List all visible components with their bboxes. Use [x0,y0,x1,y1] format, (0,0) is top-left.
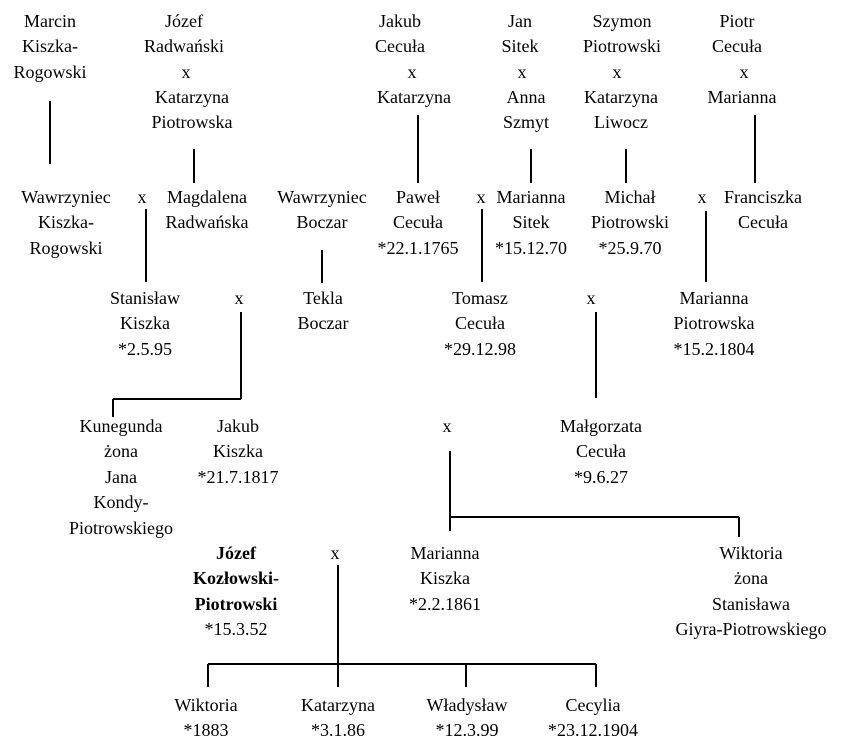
marriage-symbol: x [697,187,707,207]
marriage-symbol: x [612,62,622,82]
marriage-symbol: x [476,187,486,207]
person-marcin-kiszka-rogowski: Marcin Kiszka- Rogowski [13,11,87,82]
person-magdalena-radwanska: Magdalena Radwańska [165,187,249,233]
person-franciszka-cecula: Franciszka Cecuła [724,187,802,233]
person-katarzyna-piotrowska: Katarzyna Piotrowska [151,87,233,133]
person-pawel-cecula: Paweł Cecuła *22.1.1765 [377,187,459,258]
marriage-symbol: x [586,288,596,308]
person-wladyslaw: Władysław *12.3.99 [426,695,508,741]
marriage-symbol: x [181,62,191,82]
person-marianna: Marianna [707,87,777,107]
marriage-symbol: x [330,543,340,563]
person-jozef-kozlowski-piotrowski: Józef Kozłowski- Piotrowski [192,543,280,614]
person-stanislaw-kiszka: Stanisław Kiszka *2.5.95 [110,288,180,359]
person-marianna-sitek: Marianna Sitek *15.12.70 [495,187,567,258]
person-jozef-radwanski: Józef Radwański [144,11,224,57]
person-jan-sitek: Jan Sitek [501,11,539,57]
person-wiktoria-giyra: Wiktoria żona Stanisława Giyra-Piotrowsk… [675,543,827,640]
person-jakub-kiszka: Jakub Kiszka *21.7.1817 [197,416,279,487]
marriage-symbol: x [407,62,417,82]
person-marianna-kiszka: Marianna Kiszka *2.2.1861 [409,543,481,614]
person-malgorzata-cecula: Małgorzata Cecuła *9.6.27 [560,416,642,487]
person-tekla-boczar: Tekla Boczar [297,288,349,334]
person-katarzyna-liwocz: Katarzyna Liwocz [584,87,658,133]
person-piotr-cecula: Piotr Cecuła [712,11,762,57]
person-michal-piotrowski: Michał Piotrowski *25.9.70 [590,187,670,258]
person-marianna-piotrowska: Marianna Piotrowska *15.2.1804 [673,288,755,359]
person-szymon-piotrowski: Szymon Piotrowski [582,11,662,57]
person-cecylia: Cecylia *23.12.1904 [548,695,638,741]
person-tomasz-cecula: Tomasz Cecuła *29.12.98 [444,288,516,359]
marriage-symbol: x [442,416,452,436]
marriage-symbol: x [137,187,147,207]
person-wawrzyniec-boczar: Wawrzyniec Boczar [277,187,367,233]
person-katarzyna-kozlowska: Katarzyna *3.1.86 [301,695,375,741]
person-wiktoria: Wiktoria *1883 [174,695,238,741]
marriage-symbol: x [234,288,244,308]
person-katarzyna: Katarzyna [377,87,451,107]
person-kunegunda: Kunegunda żona Jana Kondy- Piotrowskiego [68,416,174,538]
marriage-symbol: x [739,62,749,82]
marriage-symbol: x [517,62,527,82]
person-jakub-cecula: Jakub Cecuła [375,11,425,57]
birth-date-jozef: *15.3.52 [204,619,268,639]
person-wawrzyniec-kiszka-rogowski: Wawrzyniec Kiszka- Rogowski [21,187,111,258]
person-anna-szmyt: Anna Szmyt [502,87,550,133]
